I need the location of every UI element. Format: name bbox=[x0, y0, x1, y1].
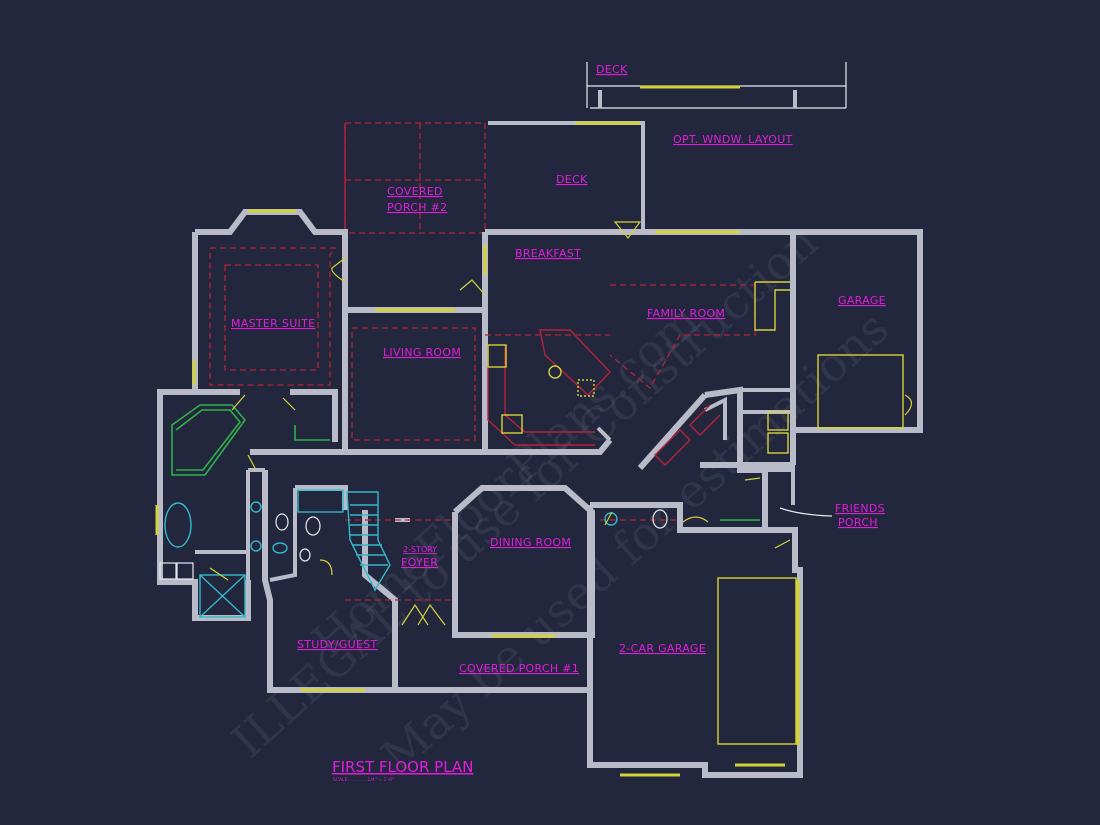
doors bbox=[209, 221, 913, 626]
garage-fixtures bbox=[717, 281, 904, 745]
interior-walls bbox=[195, 388, 795, 582]
label-opt-window-layout: OPT. WNDW. LAYOUT bbox=[673, 133, 793, 146]
windows bbox=[155, 121, 800, 777]
label-master-suite: MASTER SUITE bbox=[231, 317, 315, 330]
plan-scale-note: SCALE: ............1/4" = 1'-0" bbox=[333, 777, 394, 783]
label-covered-porch-2-line1: COVERED bbox=[387, 185, 443, 198]
label-friends-porch-line1: FRIENDS bbox=[835, 502, 885, 515]
label-study-guest: STUDY/GUEST bbox=[297, 638, 378, 651]
label-living-room: LIVING ROOM bbox=[383, 346, 461, 359]
label-friends-porch-line2: PORCH bbox=[838, 516, 878, 529]
label-garage: GARAGE bbox=[838, 294, 886, 307]
room-labels: DECK OPT. WNDW. LAYOUT COVERED PORCH #2 … bbox=[231, 63, 886, 675]
label-foyer-line2: FOYER bbox=[401, 556, 438, 569]
friends-porch-leader bbox=[779, 507, 833, 517]
label-two-car-garage: 2-CAR GARAGE bbox=[619, 642, 706, 655]
plan-title-block: FIRST FLOOR PLAN SCALE: ............1/4"… bbox=[332, 758, 473, 783]
plan-title: FIRST FLOOR PLAN bbox=[332, 758, 473, 776]
closet-shelving bbox=[171, 404, 760, 521]
label-covered-porch-1: COVERED PORCH #1 bbox=[459, 662, 579, 675]
ceiling-outlines bbox=[209, 247, 756, 601]
label-dining-room: DINING ROOM bbox=[490, 536, 571, 549]
label-foyer-line1: 2-STORY bbox=[403, 545, 437, 554]
kitchen-counters bbox=[487, 329, 721, 466]
stair bbox=[346, 491, 391, 592]
opt-window-detail bbox=[586, 62, 847, 109]
label-breakfast: BREAKFAST bbox=[515, 247, 581, 260]
label-covered-porch-2-line2: PORCH #2 bbox=[387, 201, 447, 214]
porch-deck-outlines bbox=[344, 121, 645, 234]
bath-fixtures bbox=[159, 489, 668, 618]
label-family-room: FAMILY ROOM bbox=[647, 307, 725, 320]
label-deck-top: DECK bbox=[596, 63, 628, 76]
label-deck: DECK bbox=[556, 173, 588, 186]
